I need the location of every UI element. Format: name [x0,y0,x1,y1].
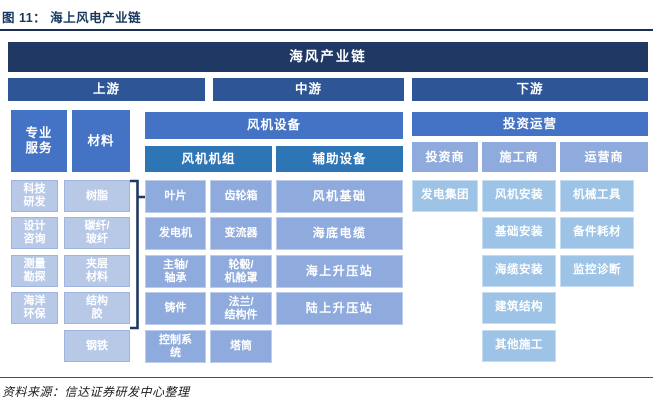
service-item: 测量 勘探 [11,255,58,287]
tier-downstream: 下游 [412,78,648,101]
auxiliary-item: 海上升压站 [276,255,403,288]
material-item: 夹层 材料 [64,255,130,287]
turbine-item: 发电机 [145,217,206,250]
top-rule [0,29,653,31]
service-item: 设计 咨询 [11,217,58,249]
turbine-item: 变流器 [210,217,272,250]
auxiliary-item: 海底电缆 [276,217,403,250]
services-header: 专业 服务 [11,110,67,172]
operator-item: 监控诊断 [560,255,634,287]
turbine-item: 控制系 统 [145,330,206,363]
materials-header: 材料 [72,110,130,172]
constructor-item: 风机安装 [482,180,556,212]
material-item: 钢铁 [64,330,130,362]
constructor-item: 其他施工 [482,330,556,362]
investor-item: 发电集团 [412,180,478,212]
source-note: 资料来源：信达证券研发中心整理 [2,385,190,399]
material-item: 结构 胶 [64,292,130,324]
turbine-item: 叶片 [145,180,206,213]
operator-item: 机械工具 [560,180,634,212]
operator-item: 备件耗材 [560,217,634,249]
turbine-item: 主轴/ 轴承 [145,255,206,288]
service-item: 海洋 环保 [11,292,58,324]
auxiliary-header: 辅助设备 [276,146,403,172]
constructor-item: 基础安装 [482,217,556,249]
bottom-rule [0,377,653,378]
figure-title: 图 11： 海上风电产业链 [2,11,142,25]
bracket-connector [130,179,146,330]
constructor-item: 建筑结构 [482,292,556,324]
turbine-item: 法兰/ 结构件 [210,292,272,325]
tier-midstream: 中游 [213,78,404,101]
tier-upstream: 上游 [8,78,205,101]
material-item: 树脂 [64,180,130,212]
equipment-header: 风机设备 [145,112,403,139]
auxiliary-item: 陆上升压站 [276,292,403,325]
turbine-item: 铸件 [145,292,206,325]
auxiliary-item: 风机基础 [276,180,403,213]
chain-banner: 海风产业链 [8,42,648,72]
constructor-item: 海缆安装 [482,255,556,287]
turbine-item: 轮毂/ 机舱罩 [210,255,272,288]
operator-group-header: 运营商 [560,142,648,172]
turbine-item: 齿轮箱 [210,180,272,213]
turbine-unit-header: 风机机组 [145,146,272,172]
material-item: 碳纤/ 玻纤 [64,217,130,249]
constructor-group-header: 施工商 [482,142,556,172]
investment-header: 投资运营 [412,112,648,136]
turbine-item: 塔筒 [210,330,272,363]
service-item: 科技 研发 [11,180,58,212]
investor-group-header: 投资商 [412,142,478,172]
